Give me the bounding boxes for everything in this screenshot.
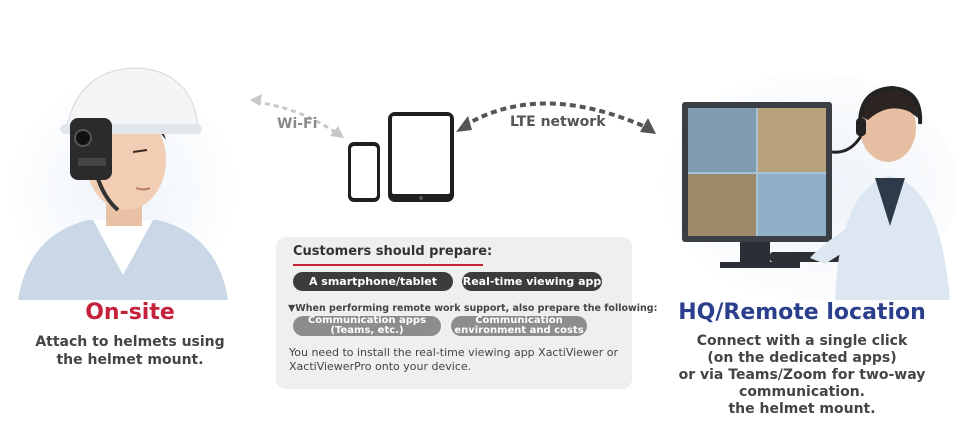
onsite-description: Attach to helmets using the helmet mount…: [35, 334, 225, 368]
prepare-heading: Customers should prepare:: [293, 244, 493, 259]
hq-description-line: the helmet mount.: [728, 401, 876, 417]
hq-operator-illustration: [662, 72, 955, 300]
tablet-icon: [388, 112, 454, 202]
hq-description-line: (on the dedicated apps): [707, 350, 897, 366]
optional-item-label: Communication apps (Teams, etc.): [307, 315, 427, 336]
optional-item-label: Communication environment and costs: [454, 315, 584, 336]
onsite-worker-illustration: [11, 67, 235, 300]
prepare-item-smartphone: A smartphone/tablet: [293, 272, 453, 291]
hq-description-line: or via Teams/Zoom for two-way: [678, 367, 926, 383]
hq-title: HQ/Remote location: [678, 300, 926, 325]
prepare-panel: [276, 237, 632, 389]
lte-arrow-icon: [456, 101, 656, 134]
prepare-install-text: You need to install the real-time viewin…: [289, 346, 618, 373]
optional-item-communication-environment: Communication environment and costs: [451, 316, 587, 336]
hq-description-line: Connect with a single click: [696, 333, 908, 349]
optional-item-communication-apps: Communication apps (Teams, etc.): [293, 316, 441, 336]
hq-description-line: communication.: [739, 384, 865, 400]
network-diagram: [250, 94, 656, 202]
wifi-arrow-icon: [250, 94, 344, 138]
hq-description: Connect with a single click (on the dedi…: [668, 333, 936, 418]
prepare-note: ▼When performing remote work support, al…: [288, 303, 658, 314]
onsite-title: On-site: [85, 300, 175, 325]
prepare-heading-underline: [293, 264, 483, 266]
prepare-item-viewing-app: Real-time viewing app: [462, 272, 602, 291]
smartphone-icon: [348, 142, 380, 202]
wifi-label: Wi-Fi: [277, 116, 318, 132]
lte-network-label: LTE network: [510, 114, 606, 130]
